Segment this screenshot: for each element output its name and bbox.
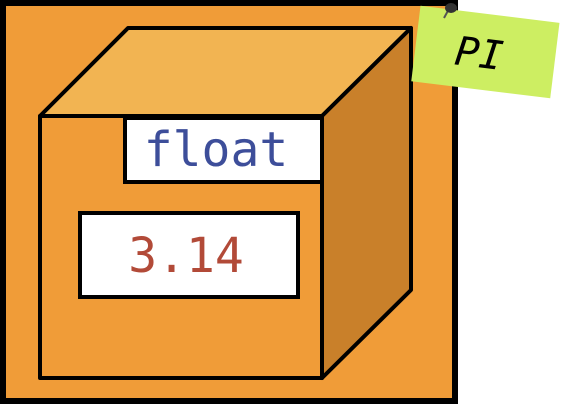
value-label: 3.14 bbox=[78, 211, 300, 299]
value-card bbox=[78, 211, 300, 299]
pin-icon bbox=[443, 3, 457, 19]
sticky-note bbox=[411, 5, 560, 99]
variable-box bbox=[38, 26, 413, 380]
name-tag: PI bbox=[411, 5, 560, 99]
type-label-card bbox=[123, 116, 324, 184]
type-label-text: float bbox=[144, 122, 289, 178]
type-label: float bbox=[123, 116, 324, 184]
value-text: 3.14 bbox=[128, 228, 244, 284]
name-tag-text: PI bbox=[452, 29, 505, 81]
